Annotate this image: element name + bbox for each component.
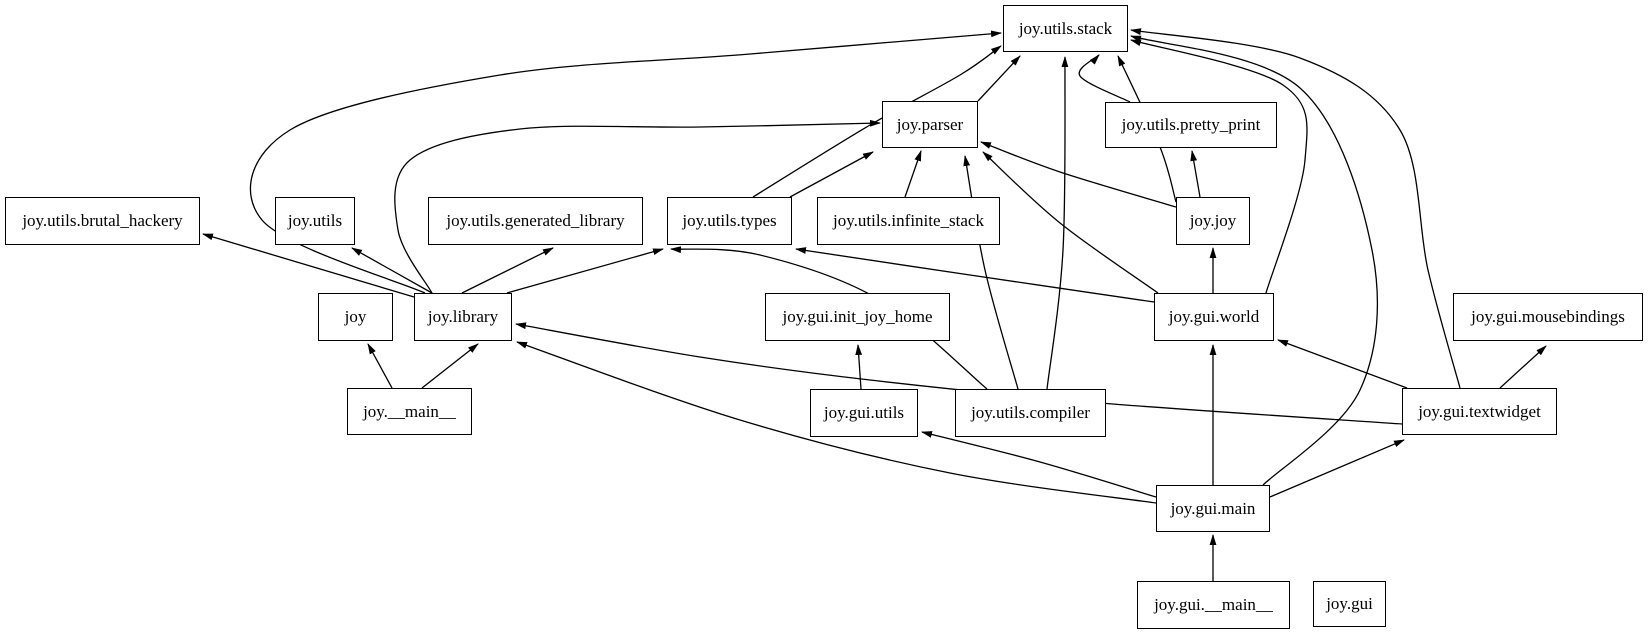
edge-textwidget-to-mousebindings [1499,345,1547,389]
node-joy_main: joy.__main__ [347,388,472,435]
edge-compiler-to-parser [963,155,1019,390]
node-label-infinite_stack: joy.utils.infinite_stack [833,211,984,230]
node-utils: joy.utils [275,197,355,245]
node-label-joy_main: joy.__main__ [363,401,456,421]
node-joy: joy [318,293,393,341]
edge-textwidget-to-world [1277,339,1408,389]
node-label-gui_main: joy.gui.main [1170,498,1256,518]
node-generated_library: joy.utils.generated_library [428,197,643,245]
node-types: joy.utils.types [667,197,792,245]
node-label-world: joy.gui.world [1168,307,1260,326]
edge-compiler-to-types [670,246,988,390]
node-compiler: joy.utils.compiler [955,389,1106,437]
node-gui_main_main: joy.gui.__main__ [1137,581,1290,629]
edge-joyjoy-to-pretty_print [1190,150,1201,198]
node-label-compiler: joy.utils.compiler [971,403,1090,422]
node-label-brutal_hackery: joy.utils.brutal_hackery [22,211,183,230]
edge-library-to-stack [249,30,1002,294]
edge-world-to-parser [982,151,1159,294]
node-label-joy: joy [344,307,367,326]
edge-pretty_print-to-stack [1078,54,1131,103]
edge-joy_main-to-library [421,343,479,389]
node-label-gui_main_main: joy.gui.__main__ [1154,595,1273,614]
edge-library-to-parser [394,119,881,294]
edge-gui_main-to-textwidget [1269,439,1405,498]
node-label-mousebindings: joy.gui.mousebindings [1471,307,1625,326]
node-label-parser: joy.parser [896,114,964,134]
node-gui_main: joy.gui.main [1156,485,1270,532]
edge-world-to-stack [1130,39,1308,294]
edge-gui_main-to-stack [1130,35,1379,486]
node-infinite_stack: joy.utils.infinite_stack [817,197,1000,245]
edge-compiler-to-stack [1046,56,1069,390]
node-library: joy.library [414,293,512,341]
node-textwidget: joy.gui.textwidget [1402,388,1557,435]
edge-textwidget-to-stack [1130,28,1461,389]
node-gui: joy.gui [1313,581,1386,627]
node-label-joyjoy: joy.joy [1189,211,1237,230]
node-label-generated_library: joy.utils.generated_library [446,211,625,230]
edge-joyjoy-to-parser [980,141,1177,208]
edge-gui_utils-to-init_joy_home [855,344,863,390]
node-label-stack: joy.utils.stack [1018,18,1113,38]
node-label-pretty_print: joy.utils.pretty_print [1121,115,1261,134]
edge-infinite_stack-to-parser [904,150,922,198]
node-gui_utils: joy.gui.utils [810,389,918,437]
edge-gui_main-to-library [516,341,1157,504]
node-label-textwidget: joy.gui.textwidget [1418,401,1541,421]
edge-world-to-types [795,247,1155,303]
node-pretty_print: joy.utils.pretty_print [1105,102,1277,148]
edge-joy_main-to-joy [367,343,393,389]
node-joyjoy: joy.joy [1176,197,1250,245]
node-world: joy.gui.world [1154,293,1274,341]
edge-types-to-parser [789,151,874,198]
node-brutal_hackery: joy.utils.brutal_hackery [5,197,200,245]
node-label-gui_utils: joy.gui.utils [823,403,905,422]
node-label-init_joy_home: joy.gui.init_joy_home [782,307,933,326]
node-label-gui: joy.gui [1326,594,1373,613]
node-label-types: joy.utils.types [682,211,777,230]
node-init_joy_home: joy.gui.init_joy_home [765,293,950,341]
edge-textwidget-to-library [515,322,1403,425]
node-stack: joy.utils.stack [1003,5,1128,52]
edge-library-to-generated_library [461,247,554,294]
edge-library-to-utils [351,247,433,294]
node-label-utils: joy.utils [287,211,343,230]
edge-library-to-brutal_hackery [202,233,415,298]
node-parser: joy.parser [882,101,978,148]
edge-parser-to-stack [977,55,1021,102]
node-label-library: joy.library [427,307,499,326]
node-mousebindings: joy.gui.mousebindings [1453,293,1643,341]
edge-library-to-types [506,248,664,294]
edge-gui_main-to-gui_utils [921,431,1157,498]
